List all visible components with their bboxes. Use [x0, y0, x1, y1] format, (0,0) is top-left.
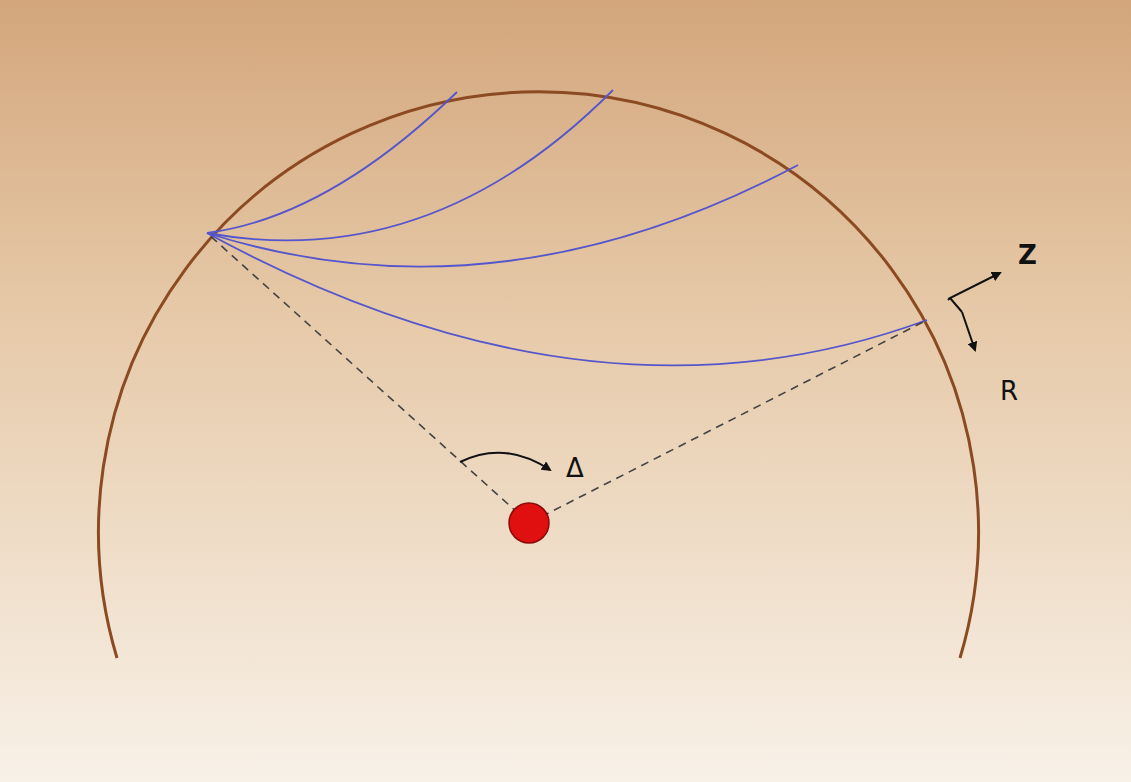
angle-arrow: [460, 453, 550, 470]
ray-paths: [207, 90, 927, 365]
earth-surface: [98, 92, 978, 658]
axis-label: R: [1000, 378, 1018, 404]
earth-center: [509, 503, 549, 543]
component-axes: [948, 273, 1000, 350]
angle-label: Δ: [566, 455, 584, 481]
axis-label: Z: [1018, 242, 1037, 268]
radius-lines: [207, 233, 927, 523]
